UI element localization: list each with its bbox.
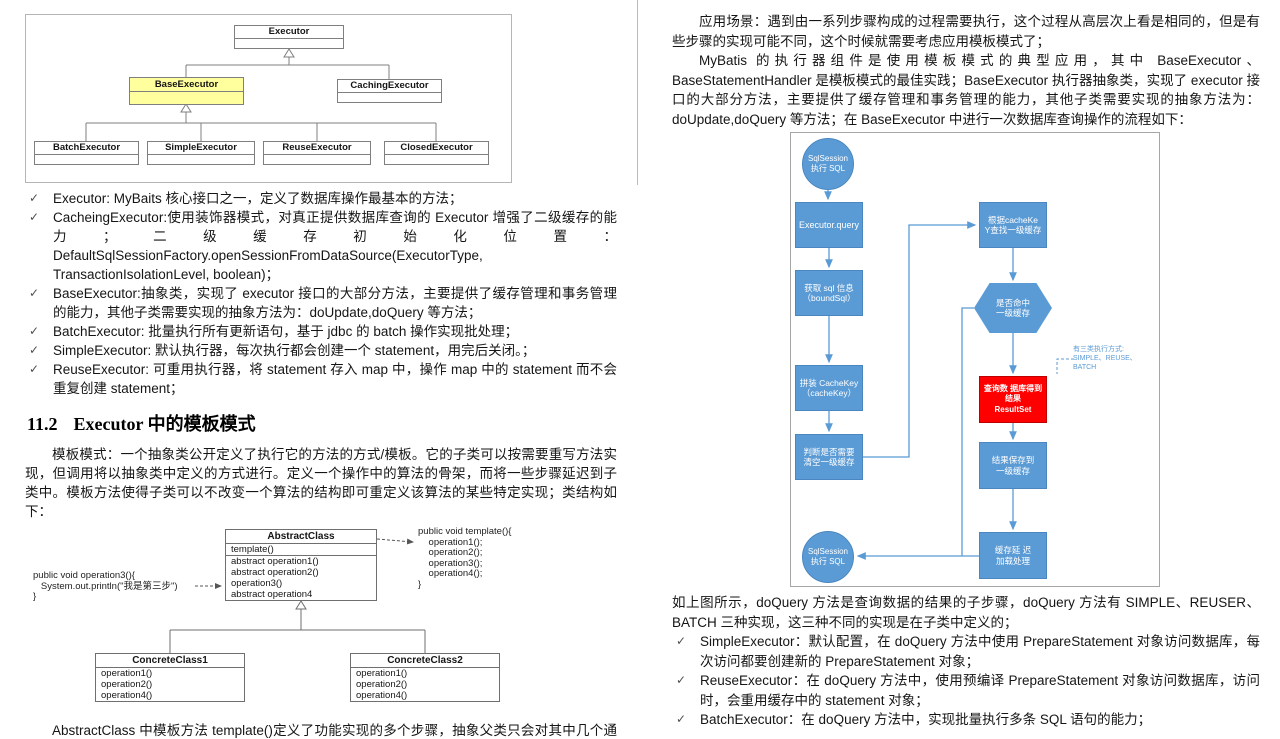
uml-class-simple-executor: SimpleExecutor [147, 141, 255, 165]
executor-bullet-list: ✓ Executor: MyBaits 核心接口之一，定义了数据库操作最基本的方法… [25, 189, 617, 398]
base-executor-flowchart: SqlSession 执行 SQL Executor.query 获取 sql … [790, 132, 1160, 587]
uml-class-title: AbstractClass [226, 530, 376, 544]
list-item-text: BatchExecutor: 批量执行所有更新语句，基于 jdbc 的 batc… [53, 324, 519, 339]
flow-build-cachekey: 拼装 CacheKey （cacheKey） [795, 365, 863, 411]
uml-class-title: ConcreteClass1 [96, 654, 244, 668]
check-icon: ✓ [29, 191, 40, 205]
uml-method: abstract operation4 [231, 589, 313, 600]
list-item: ✓ CacheingExecutor:使用装饰器模式，对真正提供数据库查询的 Ex… [25, 208, 617, 284]
doquery-summary-paragraph: 如上图所示，doQuery 方法是查询数据的结果的子步骤，doQuery 方法有… [672, 595, 1260, 630]
mybatis-executor-paragraph: MyBatis 的执行器组件是使用模板模式的典型应用，其中 BaseExecut… [672, 53, 1260, 127]
uml-class-body [148, 155, 254, 164]
flow-judge-clear-cache: 判断是否需要 清空一级缓存 [795, 434, 863, 480]
application-scenario-paragraph: 应用场景：遇到由一系列步骤构成的过程需要执行，这个过程从高层次上看是相同的，但是… [672, 14, 1260, 49]
flow-query-database: 查询数 据库得到 结果 ResultSet [979, 376, 1047, 423]
uml-class-title: BatchExecutor [35, 142, 138, 155]
doquery-bullet-list: ✓ SimpleExecutor：默认配置，在 doQuery 方法中使用 Pre… [672, 632, 1260, 730]
uml-method: operation4() [101, 690, 153, 701]
uml-method: operation2() [101, 679, 153, 690]
check-icon: ✓ [29, 324, 40, 338]
check-icon: ✓ [676, 673, 687, 687]
list-item: ✓ BatchExecutor: 批量执行所有更新语句，基于 jdbc 的 bat… [25, 322, 617, 341]
check-icon: ✓ [29, 286, 40, 300]
flow-find-first-level-cache: 根据cacheKe Y查找一级缓存 [979, 202, 1047, 248]
uml-method: abstract operation2() [231, 567, 319, 578]
list-item-text: Executor: MyBaits 核心接口之一，定义了数据库操作最基本的方法； [53, 191, 463, 206]
uml-method: abstract operation1() [231, 556, 319, 567]
operation3-code-note: public void operation3(){ System.out.pri… [33, 570, 178, 602]
list-item: ✓ ReuseExecutor：在 doQuery 方法中，使用预编译 Prepa… [672, 671, 1260, 710]
list-item: ✓ SimpleExecutor：默认配置，在 doQuery 方法中使用 Pre… [672, 632, 1260, 671]
list-item: ✓ Executor: MyBaits 核心接口之一，定义了数据库操作最基本的方法… [25, 189, 617, 208]
uml-class-body [338, 93, 441, 102]
uml-method: operation3() [231, 578, 283, 589]
flow-get-sql: 获取 sql 信息 （boundSql） [795, 270, 863, 316]
uml-class-concrete-class1: ConcreteClass1 operation1() operation2()… [95, 653, 245, 702]
uml-class-body [264, 155, 370, 164]
uml-class-title: ClosedExecutor [385, 142, 488, 155]
list-item: ✓ BaseExecutor:抽象类，实现了 executor 接口的大部分方法，… [25, 284, 617, 322]
check-icon: ✓ [29, 343, 40, 357]
abstract-class-paragraph: AbstractClass 中模板方法 template()定义了功能实现的多个… [52, 723, 617, 738]
uml-class-title: ConcreteClass2 [351, 654, 499, 668]
list-item-text: SimpleExecutor: 默认执行器，每次执行都会创建一个 stateme… [53, 343, 536, 358]
left-column: Executor BaseExecutor CachingExecutor Ba… [25, 0, 617, 739]
executor-class-diagram: Executor BaseExecutor CachingExecutor Ba… [25, 14, 512, 183]
uml-class-body [385, 155, 488, 164]
flow-end-node: SqlSession 执行 SQL [802, 531, 854, 583]
uml-class-body [35, 155, 138, 164]
uml-class-title: Executor [235, 26, 343, 39]
uml-class-title: BaseExecutor [130, 78, 243, 92]
list-item-text: ReuseExecutor: 可重用执行器，将 statement 存入 map… [53, 362, 617, 396]
uml-method: operation2() [356, 679, 408, 690]
template-method-class-diagram: AbstractClass template() abstract operat… [25, 526, 617, 713]
section-title: Executor 中的模板模式 [73, 414, 256, 434]
template-pattern-paragraph: 模板模式：一个抽象类公开定义了执行它的方法的方式/模板。它的子类可以按需要重写方… [25, 447, 617, 519]
uml-class-base-executor: BaseExecutor [129, 77, 244, 105]
list-item: ✓ ReuseExecutor: 可重用执行器，将 statement 存入 ma… [25, 360, 617, 398]
list-item-text: BaseExecutor:抽象类，实现了 executor 接口的大部分方法，主… [53, 286, 617, 320]
class-diagram-connectors [169, 538, 426, 653]
uml-method: operation1() [101, 668, 153, 679]
check-icon: ✓ [29, 210, 40, 224]
uml-class-closed-executor: ClosedExecutor [384, 141, 489, 165]
list-item-text: CacheingExecutor:使用装饰器模式，对真正提供数据库查询的 Exe… [53, 210, 617, 282]
check-icon: ✓ [29, 362, 40, 376]
list-item-text: SimpleExecutor：默认配置，在 doQuery 方法中使用 Prep… [700, 634, 1260, 669]
right-column: 应用场景：遇到由一系列步骤构成的过程需要执行，这个过程从高层次上看是相同的，但是… [672, 0, 1260, 730]
class-diagram-connectors [85, 48, 437, 141]
uml-class-concrete-class2: ConcreteClass2 operation1() operation2()… [350, 653, 500, 702]
column-divider [637, 0, 638, 185]
flow-lazy-load-cache: 缓存延 迟 加载处理 [979, 532, 1047, 579]
section-number: 11.2 [27, 414, 58, 434]
uml-class-title: CachingExecutor [338, 80, 441, 93]
list-item-text: BatchExecutor：在 doQuery 方法中，实现批量执行多条 SQL… [700, 712, 1152, 727]
uml-class-abstract-class: AbstractClass template() abstract operat… [225, 529, 377, 601]
flow-executor-types-note: 有三类执行方式: SIMPLE、REUSE、BATCH [1073, 346, 1137, 371]
uml-class-body [235, 39, 343, 48]
flow-cache-hit-decision: 是否命中 一级缓存 [974, 283, 1052, 333]
flow-start-node: SqlSession 执行 SQL [802, 138, 854, 190]
section-heading: 11.2 Executor 中的模板模式 [27, 410, 617, 436]
uml-class-title: SimpleExecutor [148, 142, 254, 155]
check-icon: ✓ [676, 634, 687, 648]
uml-class-body [130, 92, 243, 104]
check-icon: ✓ [676, 712, 687, 726]
uml-class-executor: Executor [234, 25, 344, 49]
list-item-text: ReuseExecutor：在 doQuery 方法中，使用预编译 Prepar… [700, 673, 1260, 708]
flow-save-to-cache: 结果保存到 一级缓存 [979, 442, 1047, 489]
uml-class-batch-executor: BatchExecutor [34, 141, 139, 165]
uml-class-reuse-executor: ReuseExecutor [263, 141, 371, 165]
flowchart-connectors [824, 190, 1074, 560]
uml-method: operation4() [356, 690, 408, 701]
list-item: ✓ BatchExecutor：在 doQuery 方法中，实现批量执行多条 SQ… [672, 710, 1260, 730]
list-item: ✓ SimpleExecutor: 默认执行器，每次执行都会创建一个 statem… [25, 341, 617, 360]
uml-method: template() [226, 544, 376, 556]
uml-class-title: ReuseExecutor [264, 142, 370, 155]
template-code-note: public void template(){ operation1(); op… [418, 526, 512, 590]
flow-executor-query: Executor.query [795, 202, 863, 248]
uml-method: operation1() [356, 668, 408, 679]
uml-class-caching-executor: CachingExecutor [337, 79, 442, 103]
